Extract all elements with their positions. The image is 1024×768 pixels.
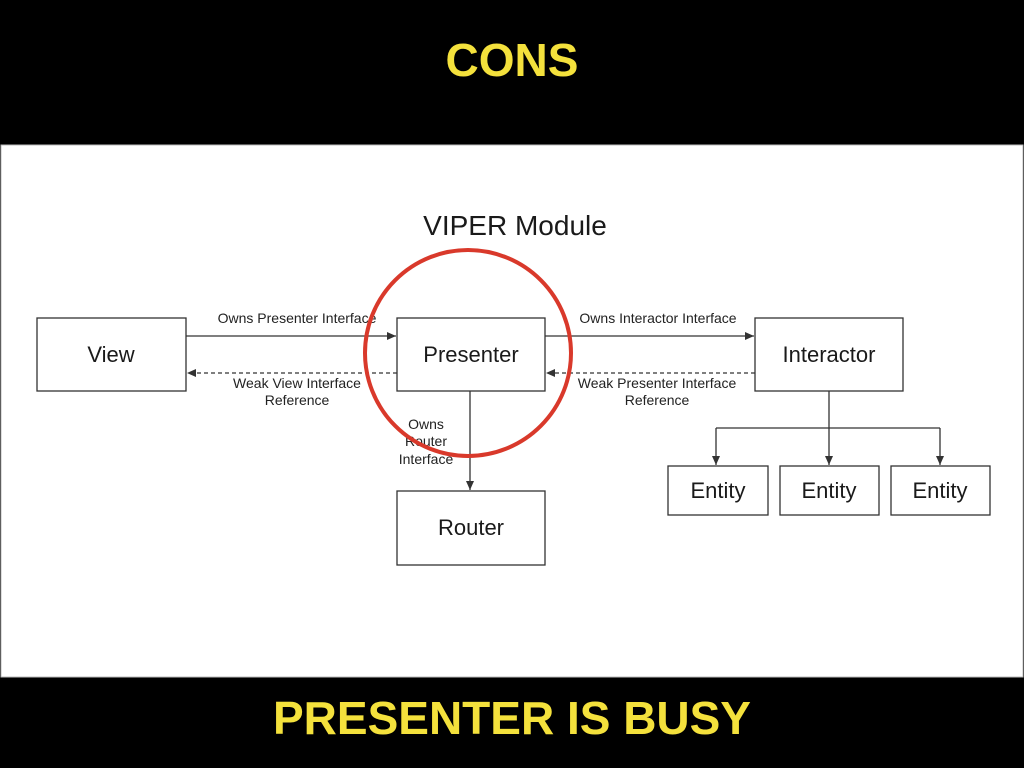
edge-presenter-to-router-label-line-1: Owns [408, 416, 444, 432]
node-interactor: Interactor [754, 317, 904, 392]
node-entity-1-label: Entity [690, 478, 745, 503]
edge-presenter-to-view-label-line-1: Weak View Interface [233, 375, 361, 391]
diagram-panel [0, 144, 1024, 678]
node-router: Router [396, 490, 546, 566]
edge-view-to-presenter-label: Owns Presenter Interface [218, 310, 377, 326]
edge-interactor-to-entities [712, 391, 944, 465]
presenter-highlight-circle [363, 248, 573, 458]
edge-interactor-to-presenter-label-line-1: Weak Presenter Interface [578, 375, 737, 391]
node-entity-3-label: Entity [912, 478, 967, 503]
edge-presenter-to-router-label-line-3: Interface [399, 451, 454, 467]
node-entity-1: Entity [667, 465, 769, 516]
node-entity-2: Entity [779, 465, 880, 516]
slide-title: CONS [445, 34, 579, 86]
slide-caption: PRESENTER IS BUSY [273, 692, 751, 744]
node-view-label: View [87, 342, 134, 367]
node-presenter-label: Presenter [423, 342, 518, 367]
node-entity-3: Entity [890, 465, 991, 516]
node-presenter: Presenter [396, 317, 546, 392]
edge-presenter-to-view-label-line-2: Reference [265, 392, 330, 408]
node-router-label: Router [438, 515, 504, 540]
diagram-title: VIPER Module [423, 210, 607, 241]
node-interactor-label: Interactor [783, 342, 876, 367]
node-view: View [36, 317, 187, 392]
edge-interactor-to-presenter-label-line-2: Reference [625, 392, 690, 408]
node-entity-2-label: Entity [801, 478, 856, 503]
edge-presenter-to-interactor-label: Owns Interactor Interface [579, 310, 736, 326]
edge-presenter-to-router-label-line-2: Router [405, 433, 447, 449]
